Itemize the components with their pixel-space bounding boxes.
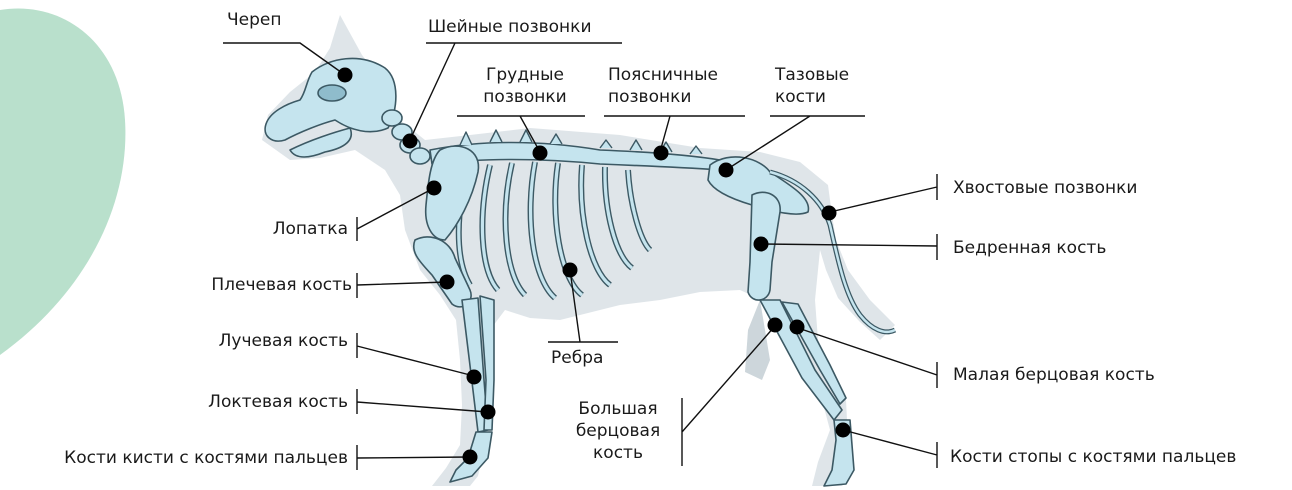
label-skull: Череп: [227, 9, 281, 31]
label-humerus: Плечевая кость: [140, 274, 352, 296]
label-tibia: Большая берцовая кость: [562, 398, 674, 464]
label-hand-bones: Кости кисти с костями пальцев: [4, 447, 348, 469]
leader-radius: [357, 333, 474, 376]
marker-radius: [467, 370, 482, 385]
marker-foot: [836, 423, 851, 438]
marker-caudal: [822, 206, 837, 221]
label-scapula: Лопатка: [200, 218, 348, 240]
label-ribs: Ребра: [551, 347, 603, 369]
marker-femur: [754, 237, 769, 252]
marker-skull: [338, 68, 353, 83]
label-femur: Бедренная кость: [953, 237, 1106, 259]
label-ulna: Локтевая кость: [140, 391, 348, 413]
marker-thoracic: [533, 146, 548, 161]
label-pelvic-bones: Тазовые кости: [775, 64, 849, 108]
label-caudal-vertebrae: Хвостовые позвонки: [953, 177, 1137, 199]
marker-pelvic: [719, 163, 734, 178]
marker-tibia: [768, 318, 783, 333]
marker-humerus: [440, 275, 455, 290]
leader-foot: [843, 430, 937, 468]
marker-lumbar: [654, 146, 669, 161]
marker-fibula: [790, 320, 805, 335]
label-lumbar-vertebrae: Поясничные позвонки: [608, 64, 718, 108]
marker-hand: [463, 450, 478, 465]
marker-ribs: [563, 263, 578, 278]
marker-ulna: [481, 405, 496, 420]
marker-scapula: [427, 181, 442, 196]
label-thoracic-vertebrae: Грудные позвонки: [470, 64, 580, 108]
label-cervical-vertebrae: Шейные позвонки: [428, 16, 592, 38]
marker-cervical: [403, 134, 418, 149]
label-foot-bones: Кости стопы с костями пальцев: [950, 446, 1236, 468]
label-radius: Лучевая кость: [140, 330, 348, 352]
decorative-green-shape: [0, 8, 125, 355]
label-fibula: Малая берцовая кость: [953, 364, 1155, 386]
leader-caudal: [830, 174, 937, 212]
